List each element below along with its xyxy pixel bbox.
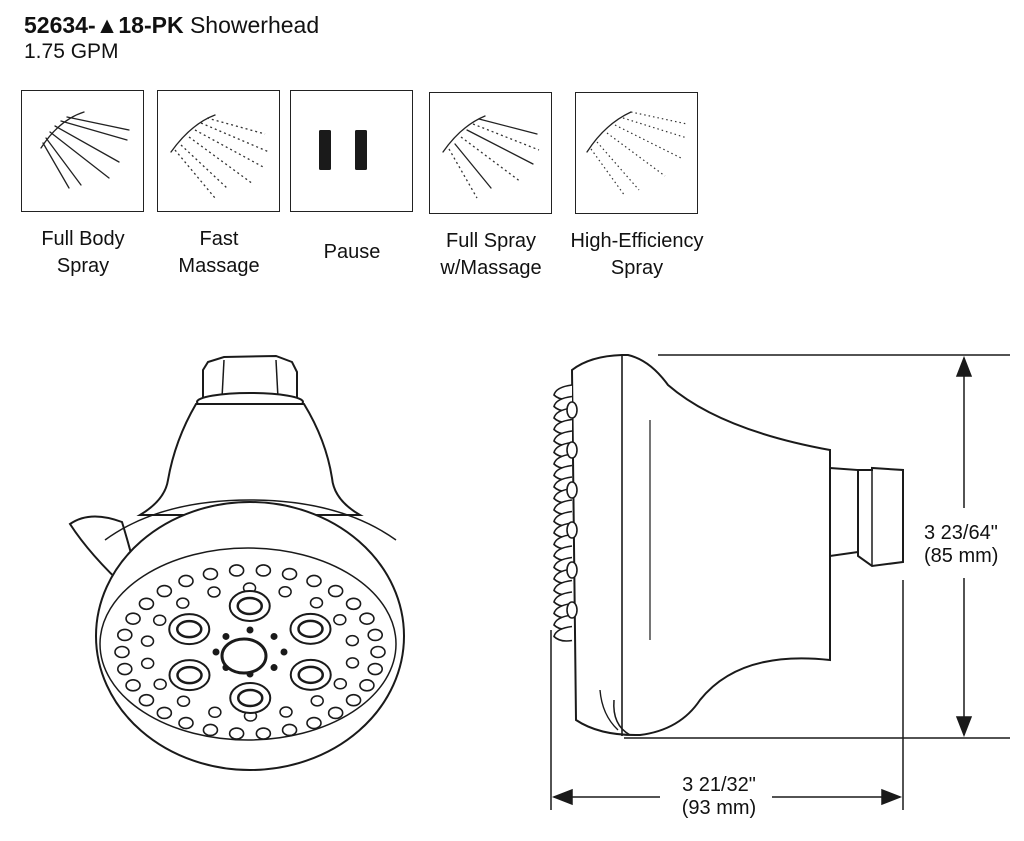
- center-dot: [280, 648, 288, 656]
- nozzle: [367, 628, 384, 642]
- center-dot: [246, 626, 254, 634]
- massage-jet-core: [297, 665, 324, 685]
- nozzle: [138, 693, 155, 707]
- side-nozzle: [553, 625, 573, 642]
- center-dot: [270, 632, 278, 640]
- nozzle: [153, 678, 167, 691]
- width-inches: 3 21/32": [682, 774, 756, 796]
- side-jet: [566, 481, 578, 499]
- nozzle: [178, 574, 194, 588]
- nozzle: [125, 612, 141, 625]
- nozzle: [202, 567, 219, 581]
- center-dot: [212, 648, 220, 656]
- full-spray-massage-icon: [442, 115, 540, 199]
- product-name: Showerhead: [189, 12, 320, 38]
- nozzle: [208, 706, 222, 718]
- showerhead-face-jets: [114, 564, 386, 740]
- center-dot: [222, 632, 230, 640]
- model-number: 52634-▲18-PK: [24, 12, 184, 38]
- side-jet: [566, 401, 578, 419]
- nozzle: [306, 716, 322, 730]
- nozzle: [310, 695, 324, 707]
- spray-mode-label: Full Body Spray: [41, 228, 125, 277]
- nozzle: [202, 723, 219, 737]
- height-inches: 3 23/64": [924, 522, 998, 544]
- nozzle: [345, 657, 360, 669]
- width-millimeters: (93 mm): [681, 797, 757, 819]
- spray-mode-label: Full Spray w/Massage: [440, 230, 542, 279]
- nozzle: [255, 564, 272, 577]
- nozzle: [309, 597, 324, 609]
- nozzle: [228, 564, 245, 577]
- nozzle: [370, 645, 386, 659]
- spray-mode-high-efficiency: High-Efficiency Spray: [570, 92, 704, 282]
- nozzle: [281, 567, 298, 581]
- massage-jet-core: [236, 596, 263, 616]
- spray-mode-label: Pause: [323, 241, 381, 263]
- nozzle: [156, 706, 173, 720]
- nozzle: [306, 574, 322, 588]
- nozzle: [345, 597, 362, 611]
- nozzle: [327, 706, 344, 720]
- nozzle: [125, 679, 141, 692]
- showerhead-perspective-view: [68, 354, 405, 771]
- spray-mode-full-spray-massage: Full Spray w/Massage: [429, 92, 553, 282]
- nozzle: [140, 635, 155, 647]
- massage-jet-core: [297, 619, 324, 639]
- product-title: 52634-▲18-PK Showerhead: [24, 12, 319, 38]
- showerhead-side-nozzles: [553, 384, 578, 642]
- nozzle: [156, 584, 173, 598]
- height-millimeters: (85 mm): [924, 545, 999, 567]
- spray-mode-label: Fast Massage: [178, 228, 260, 277]
- width-dimension: 3 21/32" (93 mm): [664, 774, 774, 820]
- nozzle: [345, 634, 360, 647]
- spray-mode-full-body: Full Body Spray: [21, 90, 145, 280]
- nozzle: [255, 727, 272, 740]
- nozzle: [359, 679, 375, 692]
- nozzle: [367, 662, 384, 676]
- nozzle: [278, 586, 292, 598]
- center-dot: [270, 664, 278, 672]
- high-efficiency-spray-icon: [586, 111, 688, 197]
- nozzle: [327, 584, 344, 598]
- flow-rate: 1.75 GPM: [24, 40, 119, 63]
- nozzle: [333, 613, 347, 626]
- nozzle: [114, 645, 130, 659]
- spray-mode-fast-massage: Fast Massage: [157, 90, 281, 280]
- nozzle: [333, 677, 348, 690]
- spray-mode-pause: Pause: [290, 90, 414, 280]
- nozzle: [176, 597, 190, 609]
- nozzle: [152, 614, 167, 627]
- nozzle: [178, 716, 194, 730]
- nozzle: [281, 723, 298, 737]
- nozzle: [116, 628, 133, 642]
- dimension-lines: [550, 354, 1010, 810]
- fast-massage-icon: [170, 114, 270, 199]
- side-jet: [566, 561, 578, 579]
- nozzle: [228, 727, 245, 740]
- pause-icon: [319, 130, 367, 170]
- massage-jet-core: [237, 688, 264, 708]
- showerhead-side-view: [570, 354, 904, 737]
- nozzle: [140, 657, 155, 670]
- center-hub: [220, 637, 268, 675]
- side-jet: [566, 441, 578, 459]
- spray-mode-label: High-Efficiency Spray: [570, 230, 704, 279]
- massage-jet-core: [176, 665, 203, 685]
- nozzle: [359, 612, 375, 625]
- height-dimension: 3 23/64" (85 mm): [924, 522, 1020, 568]
- nozzle: [116, 662, 133, 676]
- side-jet: [566, 601, 578, 619]
- massage-jet-core: [176, 619, 203, 639]
- nozzle: [138, 597, 155, 611]
- side-jet: [566, 521, 578, 539]
- nozzle: [279, 706, 293, 718]
- nozzle: [176, 695, 191, 707]
- nozzle: [345, 693, 362, 707]
- nozzle: [207, 586, 221, 598]
- full-body-spray-icon: [40, 111, 130, 189]
